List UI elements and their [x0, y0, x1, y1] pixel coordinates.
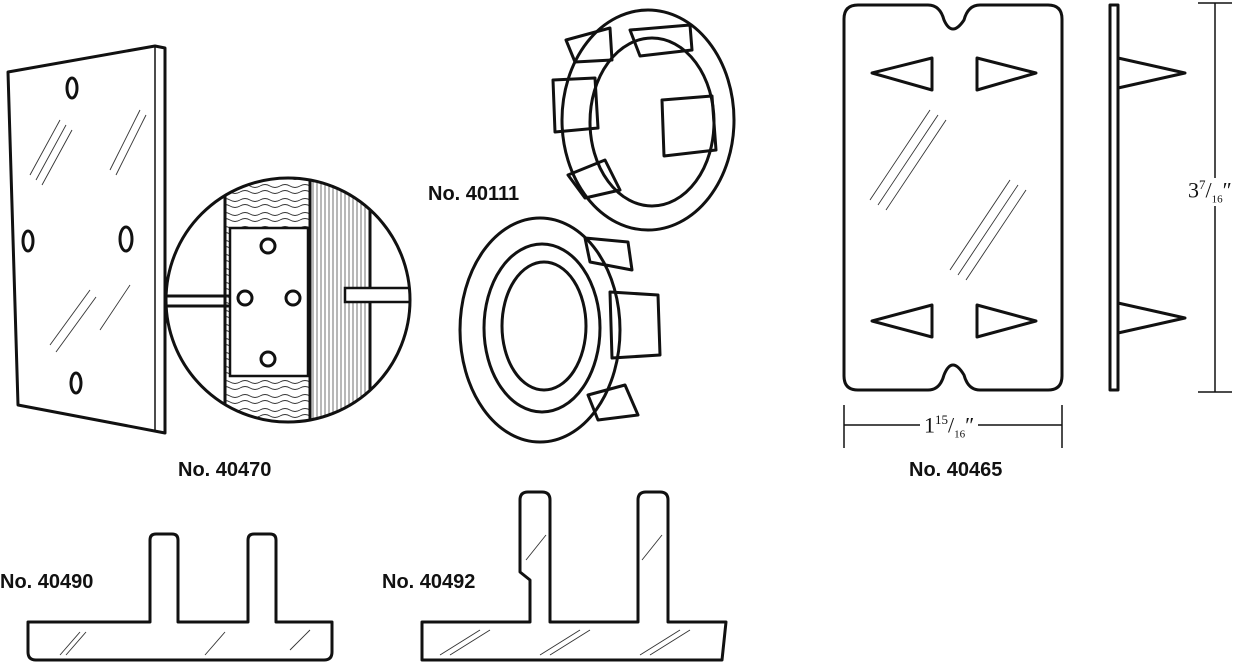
spike-plate-front: [842, 3, 1064, 392]
bushing-back-view: [551, 8, 736, 232]
label-40470: No. 40470: [178, 459, 272, 481]
nail-plate: [228, 226, 310, 378]
bushing-front-view: [458, 216, 662, 444]
label-40492: No. 40492: [382, 571, 476, 593]
stud-magnifier: [164, 176, 412, 424]
spike-plate-side: [1108, 3, 1187, 392]
strip-40490: [26, 532, 334, 662]
height-dimension: 37/16″: [1184, 178, 1236, 206]
width-dimension: 115/16″: [920, 413, 979, 441]
strip-40492: [420, 490, 728, 662]
label-40111: No. 40111: [428, 183, 520, 205]
label-40490: No. 40490: [0, 571, 94, 593]
cover-plate: [6, 44, 167, 435]
label-40465: No. 40465: [909, 459, 1003, 481]
